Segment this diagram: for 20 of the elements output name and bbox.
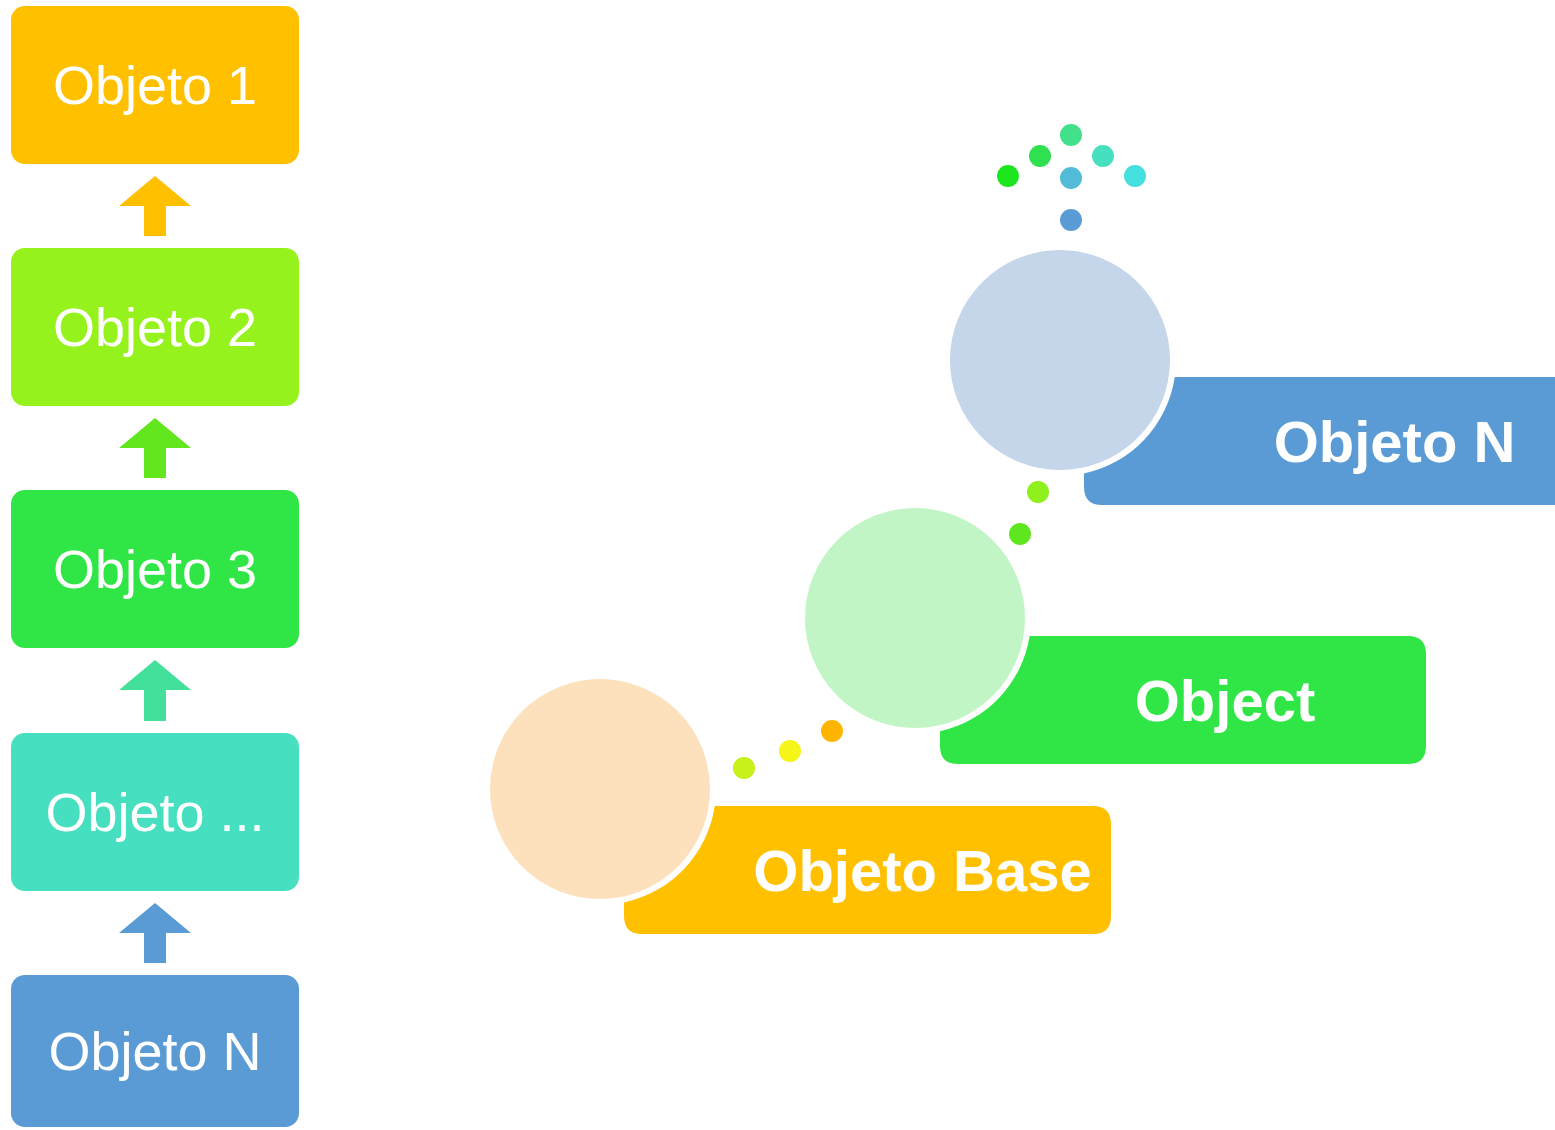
label-tab bbox=[1084, 377, 1555, 505]
object-label: Objeto 2 bbox=[52, 296, 258, 358]
object-label: Objeto ... bbox=[45, 781, 265, 843]
object-box bbox=[11, 490, 299, 648]
label-tab bbox=[624, 806, 1111, 934]
block-arrow bbox=[119, 176, 191, 236]
object-label: Object bbox=[1134, 666, 1316, 734]
object-box bbox=[11, 975, 299, 1127]
object-label: Objeto 3 bbox=[52, 538, 258, 600]
object-box bbox=[11, 248, 299, 406]
object-label: Objeto N bbox=[48, 1020, 262, 1082]
object-box bbox=[11, 6, 299, 164]
object-box bbox=[11, 733, 299, 891]
block-arrow bbox=[119, 418, 191, 478]
object-label: Objeto Base bbox=[753, 836, 1092, 904]
block-arrow bbox=[119, 903, 191, 963]
object-label: Objeto N bbox=[1273, 407, 1516, 475]
object-label: Objeto 1 bbox=[52, 54, 258, 116]
label-tab bbox=[940, 636, 1426, 764]
block-arrow bbox=[119, 660, 191, 721]
